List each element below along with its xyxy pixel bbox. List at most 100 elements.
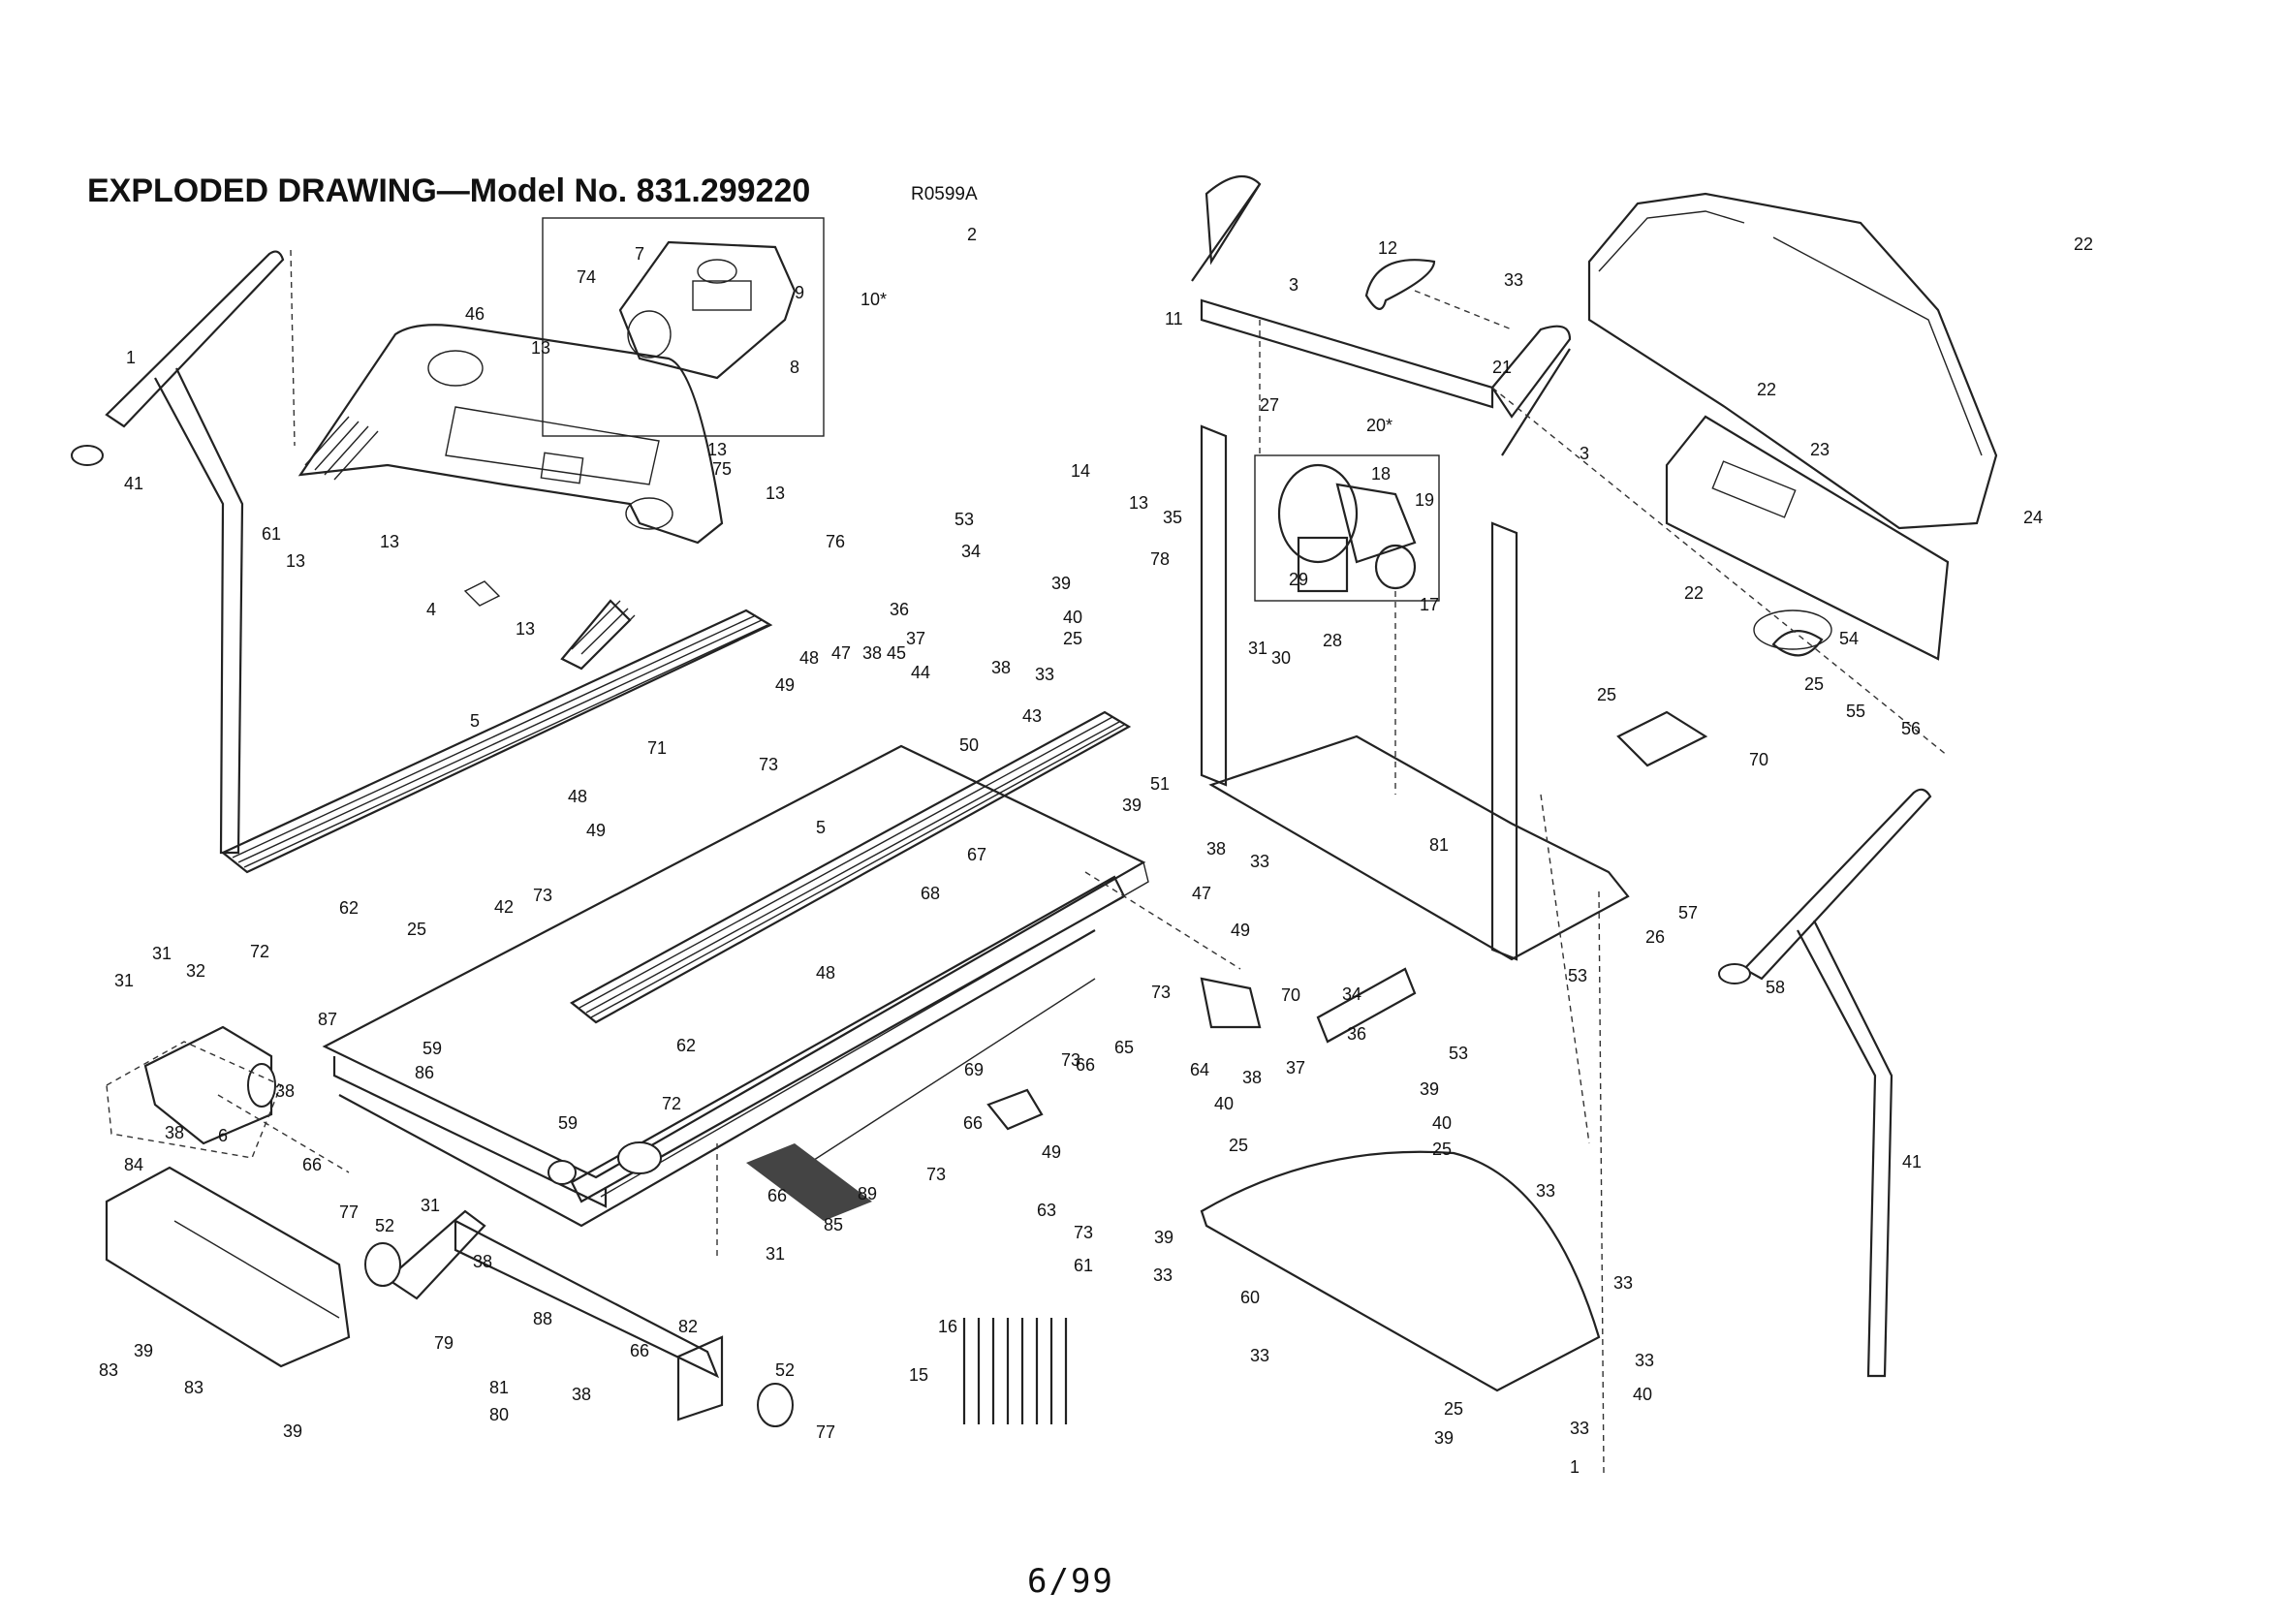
callout-label: 40 (1633, 1385, 1652, 1404)
callout-label: 33 (1635, 1351, 1654, 1370)
callout-label: 77 (339, 1202, 359, 1222)
callout-label: 39 (134, 1341, 153, 1360)
callout-label: 79 (434, 1333, 454, 1353)
callout-label: 51 (1150, 774, 1170, 794)
callout-label: 38 (1242, 1068, 1262, 1087)
callout-label: 49 (775, 675, 795, 695)
callout-label: 45 (887, 643, 906, 663)
callout-label: 70 (1749, 750, 1768, 769)
callout-label: 48 (799, 648, 819, 668)
elevation-motor (106, 1025, 282, 1159)
callout-label: 22 (2074, 234, 2093, 254)
callout-label: 63 (1037, 1201, 1056, 1220)
callout-label: 4 (426, 600, 436, 619)
callout-label: 66 (630, 1341, 649, 1360)
callout-label: 40 (1432, 1113, 1452, 1133)
callout-label: 19 (1415, 490, 1434, 510)
callout-label: 25 (1229, 1136, 1248, 1155)
callout-label: 53 (954, 510, 974, 529)
callout-label: 72 (662, 1094, 681, 1113)
callout-label: 5 (470, 711, 480, 731)
callout-label: 73 (759, 755, 778, 774)
callout-label: 25 (407, 920, 426, 939)
callout-label: 46 (465, 304, 485, 324)
callout-label: 70 (1281, 985, 1300, 1005)
callout-label: 59 (422, 1039, 442, 1058)
callout-label: 13 (766, 484, 785, 503)
callout-label: 61 (262, 524, 281, 544)
treadmill-frame (322, 744, 1149, 1228)
callout-label: 81 (1429, 835, 1449, 855)
callout-label: 7 (635, 244, 644, 264)
accessory-parts (746, 630, 1824, 1221)
callout-label: 15 (909, 1365, 928, 1385)
callout-label: 44 (911, 663, 930, 682)
callout-label: 37 (1286, 1058, 1305, 1077)
callout-label: 68 (921, 884, 940, 903)
callout-label: 38 (1206, 839, 1226, 859)
callout-label: 87 (318, 1010, 337, 1029)
callout-label: 55 (1846, 702, 1865, 721)
callout-label: 64 (1190, 1060, 1209, 1079)
callout-label: 1 (126, 348, 136, 367)
callout-label: 31 (421, 1196, 440, 1215)
callout-label: 53 (1568, 966, 1587, 985)
callout-label: 66 (767, 1186, 787, 1205)
callout-label: 38 (572, 1385, 591, 1404)
callout-label: 12 (1378, 238, 1397, 258)
cable-ties (962, 1318, 1068, 1424)
callout-label: 47 (1192, 884, 1211, 903)
callout-label: 31 (114, 971, 134, 990)
callout-label: 81 (489, 1378, 509, 1397)
callout-label: 76 (826, 532, 845, 551)
callout-label: 61 (1074, 1256, 1093, 1275)
callout-label: 36 (1347, 1024, 1366, 1044)
callout-label: 34 (1342, 984, 1361, 1004)
callout-label: 33 (1613, 1273, 1633, 1293)
callout-label: 26 (1645, 927, 1665, 947)
end-cap-41b (1718, 963, 1751, 984)
callout-label: 80 (489, 1405, 509, 1424)
callout-label: 73 (1061, 1050, 1080, 1070)
page-number: 6/99 (1027, 1562, 1114, 1601)
callout-label: 54 (1839, 629, 1859, 648)
callout-label: 85 (824, 1215, 843, 1234)
motor-hood (1587, 192, 1998, 530)
callout-label: 60 (1240, 1288, 1260, 1307)
callout-label: 34 (961, 542, 981, 561)
end-cap-41 (71, 445, 104, 466)
callout-label: 13 (1129, 493, 1148, 513)
callout-label: 25 (1804, 674, 1824, 694)
callout-label: 62 (676, 1036, 696, 1055)
callout-label: 59 (558, 1113, 578, 1133)
callout-label: 24 (2023, 508, 2043, 527)
callout-label: 49 (1042, 1142, 1061, 1162)
callout-label: 67 (967, 845, 986, 864)
callout-label: 72 (250, 942, 269, 961)
callout-label: 73 (1074, 1223, 1093, 1242)
callout-label: 11 (1165, 309, 1183, 328)
incline-frame (364, 1209, 794, 1427)
callout-label: 33 (1570, 1419, 1589, 1438)
callout-label: 66 (1076, 1055, 1095, 1075)
page-title: EXPLODED DRAWING—Model No. 831.299220 (87, 172, 811, 209)
callout-label: 36 (890, 600, 909, 619)
callout-label: 43 (1022, 706, 1042, 726)
callout-label: 38 (991, 658, 1011, 677)
callout-label: 57 (1678, 903, 1698, 922)
callout-label: 41 (1902, 1152, 1922, 1171)
callout-label: 73 (533, 886, 552, 905)
callout-label: 49 (1231, 921, 1250, 940)
callout-label: 40 (1063, 608, 1082, 627)
rear-endcap (105, 1166, 351, 1368)
callout-label: 82 (678, 1317, 698, 1336)
left-handrail (71, 249, 296, 855)
callout-label: 52 (775, 1360, 795, 1380)
callout-label: 25 (1432, 1140, 1452, 1159)
callout-label: 84 (124, 1155, 143, 1174)
callout-label: 31 (766, 1244, 785, 1264)
callout-label: 39 (1434, 1428, 1454, 1448)
callout-label: 8 (790, 358, 799, 377)
